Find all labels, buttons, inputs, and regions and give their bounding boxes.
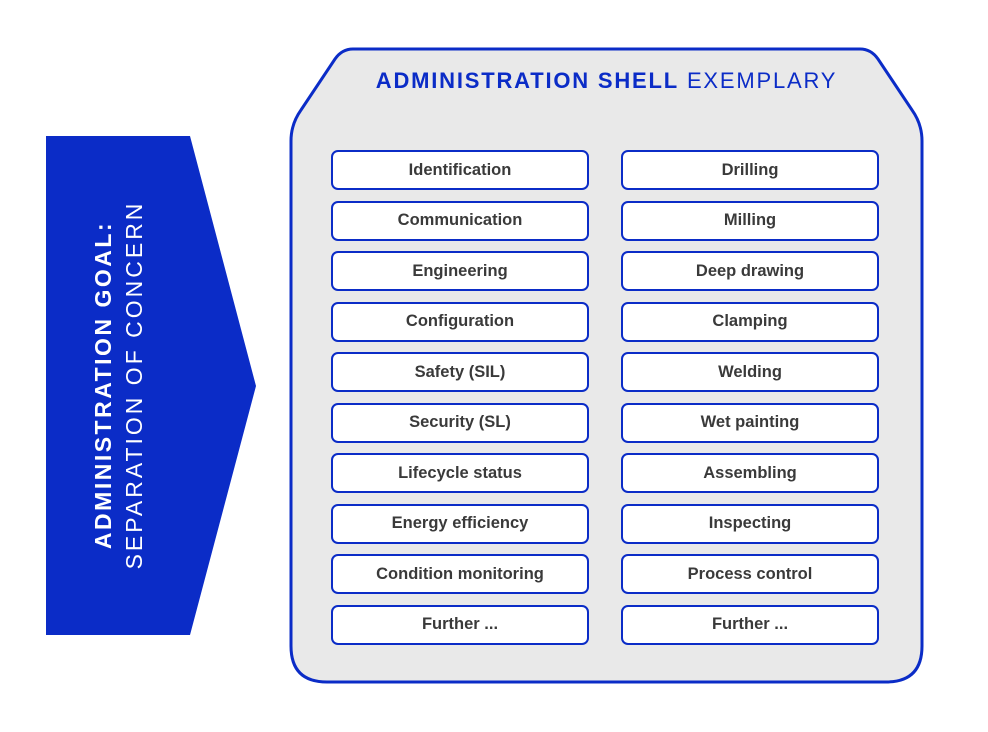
submodel-box: Identification: [331, 150, 589, 190]
process-box: Process control: [621, 554, 879, 594]
arrow-polygon: [46, 136, 256, 635]
process-box: Drilling: [621, 150, 879, 190]
submodel-box: Lifecycle status: [331, 453, 589, 493]
submodel-box: Configuration: [331, 301, 589, 342]
process-box: Further ...: [621, 604, 879, 645]
process-box: Wet painting: [621, 402, 879, 443]
process-box: Clamping: [621, 301, 879, 342]
submodel-box: Condition monitoring: [331, 554, 589, 594]
goal-subtitle: SEPARATION OF CONCERN: [121, 200, 147, 570]
goal-arrow-shape: [46, 136, 256, 635]
process-box: Assembling: [621, 453, 879, 493]
submodel-box: Communication: [331, 200, 589, 241]
process-box: Milling: [621, 200, 879, 241]
process-box: Inspecting: [621, 503, 879, 544]
submodel-box: Safety (SIL): [331, 352, 589, 392]
panel-title: ADMINISTRATION SHELL EXEMPLARY: [289, 68, 924, 94]
submodel-box: Engineering: [331, 251, 589, 291]
submodel-box: Security (SL): [331, 402, 589, 443]
goal-title: ADMINISTRATION GOAL:: [90, 220, 116, 550]
submodel-box: Energy efficiency: [331, 503, 589, 544]
process-box: Deep drawing: [621, 251, 879, 291]
submodel-box: Further ...: [331, 604, 589, 645]
shell-panel: ADMINISTRATION SHELL EXEMPLARY Identific…: [289, 47, 924, 684]
process-box: Welding: [621, 352, 879, 392]
goal-arrow-label: ADMINISTRATION GOAL: SEPARATION OF CONCE…: [88, 165, 152, 605]
panel-title-light: EXEMPLARY: [686, 68, 838, 93]
panel-title-bold: ADMINISTRATION SHELL: [375, 68, 680, 93]
